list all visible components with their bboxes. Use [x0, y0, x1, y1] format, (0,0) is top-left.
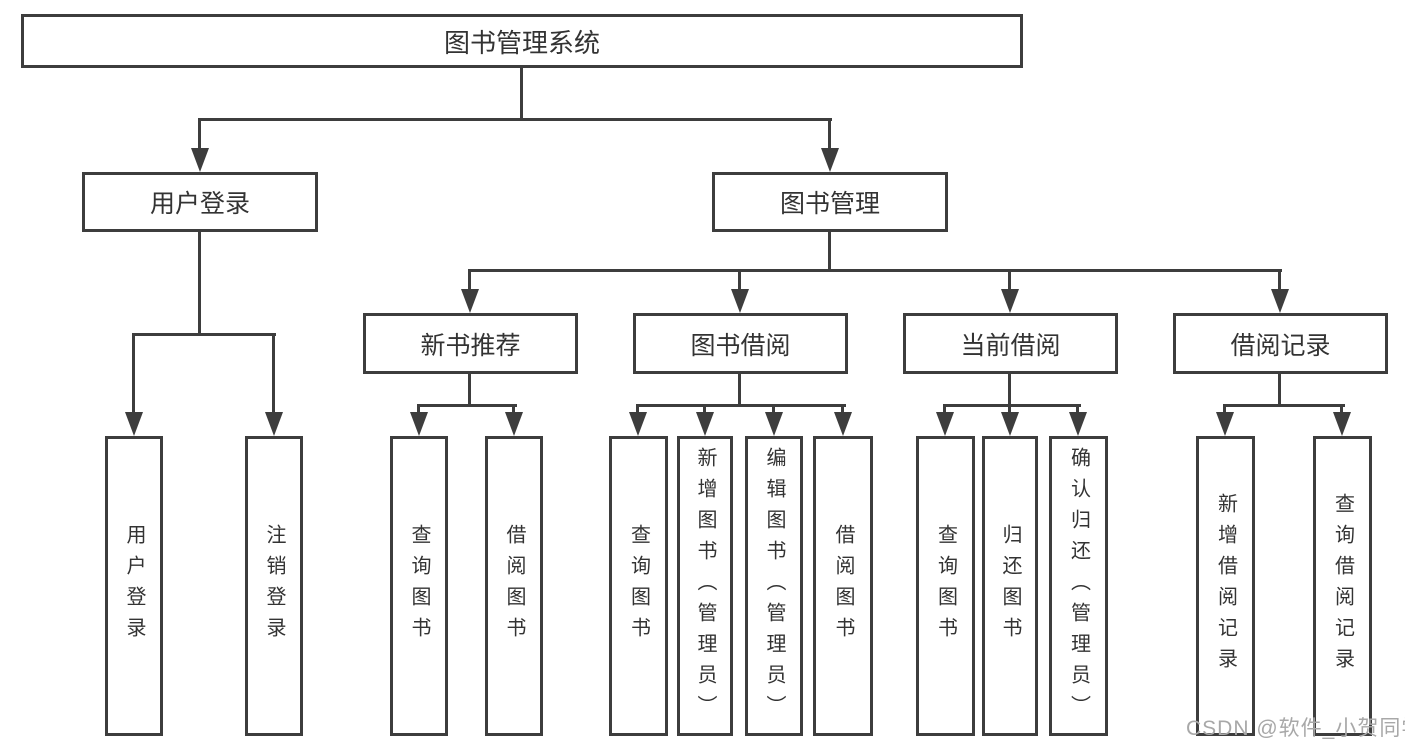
arrow-down-query-book-1 — [410, 412, 428, 436]
connector-book-management-bar — [468, 269, 1282, 272]
node-book-management: 图书管理 — [712, 172, 948, 232]
connector-drop-user-login — [198, 118, 201, 152]
connector-drop-current-borrow — [1008, 269, 1011, 292]
connector-drop — [1076, 404, 1079, 414]
connector-drop — [1223, 404, 1226, 414]
connector-drop — [841, 404, 844, 414]
arrow-down-add-record — [1216, 412, 1234, 436]
connector-book-borrow-bar — [636, 404, 846, 407]
connector-drop — [1008, 404, 1011, 414]
csdn-watermark: CSDN @软件_小贺同学 — [1186, 717, 1405, 740]
leaf-query-book-newrec: 查询图书 — [390, 436, 448, 736]
leaf-return-book: 归还图书 — [982, 436, 1038, 736]
connector-current-borrow-bar — [943, 404, 1081, 407]
leaf-query-book-newrec-label: 查询图书 — [408, 524, 430, 648]
leaf-confirm-return-admin: 确认归还（管理员） — [1049, 436, 1108, 736]
arrow-down-book-management — [821, 148, 839, 172]
connector-drop — [636, 404, 639, 414]
node-borrow-record: 借阅记录 — [1173, 313, 1388, 374]
arrow-down-current-borrow — [1001, 289, 1019, 313]
leaf-add-book-admin-label: 新增图书（管理员） — [694, 446, 716, 726]
node-current-borrow: 当前借阅 — [903, 313, 1118, 374]
leaf-borrow-book-newrec-label: 借阅图书 — [503, 524, 525, 648]
connector-root-bar — [198, 118, 832, 121]
connector-new-book-bar — [417, 404, 517, 407]
leaf-query-book-borrow-label: 查询图书 — [627, 524, 650, 648]
leaf-user-login: 用户登录 — [105, 436, 163, 736]
connector-drop — [512, 404, 515, 414]
arrow-down-user-login — [191, 148, 209, 172]
leaf-add-borrow-record-label: 新增借阅记录 — [1214, 493, 1237, 679]
leaf-query-book-borrow: 查询图书 — [609, 436, 668, 736]
connector-user-login-trunk — [198, 230, 201, 335]
connector-borrow-record-bar — [1223, 404, 1345, 407]
connector-drop-book-management — [828, 118, 831, 152]
connector-drop-leaf-logout — [272, 333, 275, 415]
leaf-query-borrow-record-label: 查询借阅记录 — [1331, 493, 1354, 679]
leaf-query-book-current-label: 查询图书 — [934, 524, 957, 648]
arrow-down-edit-book — [765, 412, 783, 436]
connector-drop-new-book — [468, 269, 471, 292]
leaf-return-book-label: 归还图书 — [999, 524, 1021, 648]
connector-borrow-record-trunk — [1278, 372, 1281, 407]
leaf-user-login-label: 用户登录 — [123, 524, 145, 648]
arrow-down-new-book — [461, 289, 479, 313]
leaf-confirm-return-admin-label: 确认归还（管理员） — [1067, 446, 1090, 726]
leaf-add-borrow-record: 新增借阅记录 — [1196, 436, 1255, 736]
connector-drop-borrow-record — [1278, 269, 1281, 292]
arrow-down-confirm-return — [1069, 412, 1087, 436]
leaf-edit-book-admin-label: 编辑图书（管理员） — [763, 446, 785, 726]
node-user-login: 用户登录 — [82, 172, 318, 232]
arrow-down-query-book-3 — [936, 412, 954, 436]
leaf-query-borrow-record: 查询借阅记录 — [1313, 436, 1372, 736]
node-book-borrow: 图书借阅 — [633, 313, 848, 374]
connector-drop — [703, 404, 706, 414]
leaf-query-book-current: 查询图书 — [916, 436, 975, 736]
connector-book-borrow-trunk — [738, 372, 741, 407]
node-root: 图书管理系统 — [21, 14, 1023, 68]
connector-drop — [943, 404, 946, 414]
connector-current-borrow-trunk — [1008, 372, 1011, 407]
leaf-borrow-book-newrec: 借阅图书 — [485, 436, 543, 736]
connector-drop-book-borrow — [738, 269, 741, 292]
leaf-logout: 注销登录 — [245, 436, 303, 736]
arrow-down-borrow-book-2 — [834, 412, 852, 436]
connector-root-trunk — [520, 66, 523, 121]
arrow-down-book-borrow — [731, 289, 749, 313]
arrow-down-leaf-logout — [265, 412, 283, 436]
leaf-borrow-book-borrow: 借阅图书 — [813, 436, 873, 736]
leaf-edit-book-admin: 编辑图书（管理员） — [745, 436, 803, 736]
arrow-down-add-book — [696, 412, 714, 436]
node-new-book-recommend: 新书推荐 — [363, 313, 578, 374]
connector-drop — [1340, 404, 1343, 414]
connector-drop — [417, 404, 420, 414]
connector-drop — [772, 404, 775, 414]
leaf-borrow-book-borrow-label: 借阅图书 — [832, 524, 854, 648]
arrow-down-query-record — [1333, 412, 1351, 436]
leaf-add-book-admin: 新增图书（管理员） — [677, 436, 733, 736]
arrow-down-borrow-book-1 — [505, 412, 523, 436]
arrow-down-borrow-record — [1271, 289, 1289, 313]
arrow-down-query-book-2 — [629, 412, 647, 436]
connector-user-login-bar — [132, 333, 276, 336]
connector-book-management-trunk — [828, 230, 831, 272]
arrow-down-leaf-user-login — [125, 412, 143, 436]
connector-drop-leaf-user-login — [132, 333, 135, 415]
leaf-logout-label: 注销登录 — [263, 524, 285, 648]
connector-new-book-trunk — [468, 372, 471, 407]
arrow-down-return-book — [1001, 412, 1019, 436]
